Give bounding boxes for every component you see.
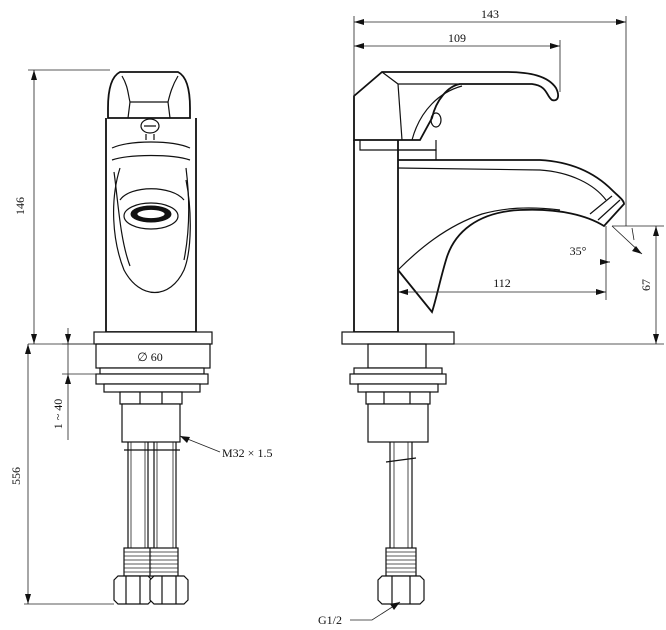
front-lever-handle [107,71,191,119]
front-hose-right [153,442,177,548]
label-hose-length: 556 [9,467,23,485]
label-thickness-range: 1 ~ 40 [51,399,65,430]
label-spout-reach: 112 [493,276,511,290]
side-body [353,140,399,333]
label-connector-thread: G1/2 [318,613,342,627]
front-base-plate [93,331,213,345]
label-thread-spec: M32 × 1.5 [222,446,272,460]
front-threaded-shank [121,403,181,443]
label-spout-height: 67 [639,279,653,291]
label-lever-width: 109 [448,31,466,45]
side-hose-crimp [385,547,417,577]
front-hose-crimps [123,547,179,577]
side-view [341,71,625,605]
side-dimensions [350,16,664,621]
label-spout-angle: 35° [570,244,587,258]
side-hose-connector [377,575,425,605]
side-base-plate [341,331,455,345]
dimension-labels: 146 ∅ 60 1 ~ 40 556 M32 × 1.5 143 109 35… [9,7,653,627]
label-front-height: 146 [13,197,27,215]
front-dimensions [24,69,221,605]
front-hose-left [127,442,149,548]
front-hose-connectors [113,575,189,605]
front-view [93,71,213,605]
side-hex-nut [365,391,431,405]
front-hex-nut [119,391,183,405]
label-base-diameter: ∅ 60 [137,350,162,364]
side-lever-handle [353,71,559,141]
side-spout [397,159,625,314]
label-overall-width: 143 [481,7,499,21]
side-threaded-shank [367,403,429,443]
side-hose [389,442,413,548]
